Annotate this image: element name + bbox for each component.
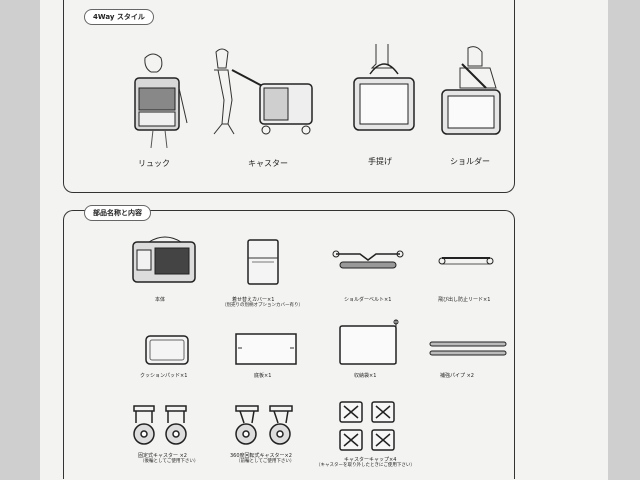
- main-body-illustration: [132, 236, 196, 283]
- pipe-illustration: [429, 341, 507, 356]
- style-section-panel: [63, 0, 515, 193]
- part-label-shoulder-belt: ショルダーベルト×1: [344, 297, 392, 303]
- part-note-cover: （別売りの別柄オプションカバー有り）: [222, 303, 303, 308]
- part-note-fixed-caster: （後輪としてご使用下さい）: [140, 459, 199, 464]
- style-label-caster: キャスター: [248, 159, 288, 168]
- rucksack-illustration: [134, 53, 188, 149]
- part-label-storage-bag: 収納袋×1: [354, 373, 377, 379]
- part-label-leash: 飛び出し防止リード×1: [438, 297, 491, 303]
- part-label-cover: 着せ替えカバー×1: [232, 297, 275, 303]
- fixed-caster-illustration: [133, 405, 187, 445]
- parts-section-title: 部品名称と内容: [84, 205, 151, 221]
- style-label-rucksack: リュック: [138, 159, 170, 168]
- cushion-pad-illustration: [145, 335, 189, 365]
- part-label-pipe: 補強パイプ ×2: [440, 373, 474, 379]
- swivel-caster-illustration: [235, 405, 293, 445]
- shoulder-illustration: [441, 46, 501, 135]
- cover-illustration: [247, 239, 279, 285]
- part-label-cushion: クッションパッド×1: [140, 373, 188, 379]
- shoulder-belt-illustration: [332, 250, 404, 269]
- caster-illustration: [213, 48, 313, 135]
- part-label-caster-cap: キャスターキャップ×4: [344, 457, 397, 463]
- part-label-body: 本体: [155, 297, 166, 303]
- part-note-swivel-caster: （前輪としてご使用下さい）: [236, 459, 295, 464]
- bottom-board-illustration: [235, 333, 297, 365]
- instruction-sheet: [40, 0, 608, 480]
- caster-caps-illustration: [339, 401, 395, 451]
- leash-illustration: [438, 257, 494, 265]
- part-label-swivel-caster: 360度回転式キャスター×2: [230, 453, 292, 459]
- storage-bag-illustration: [339, 319, 399, 365]
- part-label-fixed-caster: 固定式キャスター ×2: [138, 453, 187, 459]
- parts-section-panel: [63, 210, 515, 479]
- style-label-handcarry: 手提げ: [368, 157, 392, 166]
- part-label-board: 底板×1: [254, 373, 272, 379]
- style-section-title: 4Way スタイル: [84, 9, 154, 25]
- handcarry-illustration: [353, 44, 415, 131]
- style-label-shoulder: ショルダー: [450, 157, 490, 166]
- part-note-caster-cap: （キャスターを取り外したときにご使用下さい）: [316, 463, 415, 468]
